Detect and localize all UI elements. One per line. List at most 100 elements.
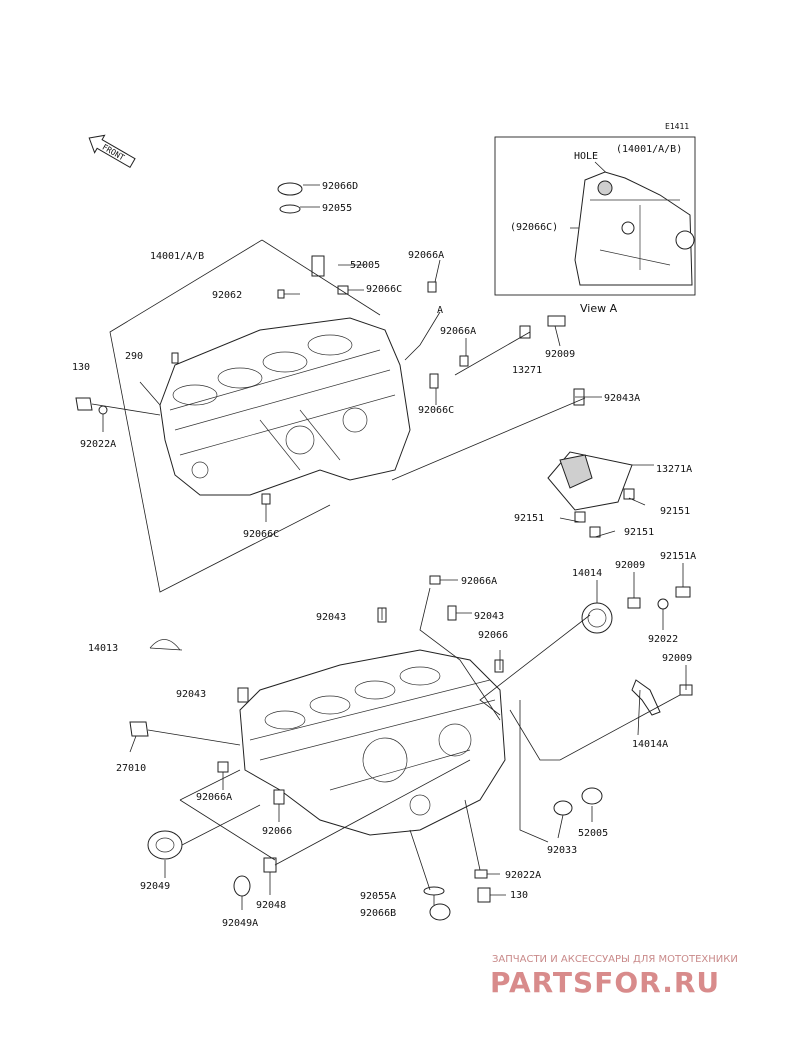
- label-92055A: 92055A: [360, 891, 396, 902]
- plug-92066B: [429, 903, 451, 921]
- label-130-left: 130: [72, 362, 90, 373]
- view-a-inset: HOLE (14001/A/B) (92066C) View A: [494, 136, 696, 315]
- label-92043-a: 92043: [316, 612, 346, 623]
- dowel-52005-bot: [581, 787, 603, 805]
- dowel-92043-b: [447, 605, 457, 621]
- collar-13271: [519, 325, 531, 339]
- plug-92066A-top: [427, 281, 437, 293]
- label-52005-bot: 52005: [578, 828, 608, 839]
- breather-cover-13271A: [547, 451, 633, 511]
- front-arrow-icon: FRONT: [88, 134, 136, 169]
- view-a-plug-ref: (92066C): [510, 222, 558, 233]
- pin-290: [171, 352, 179, 364]
- label-92022A-left: 92022A: [80, 439, 116, 450]
- bolt-92151-right: [623, 488, 635, 500]
- seal-14013: [149, 639, 181, 651]
- watermark: ЗАПЧАСТИ И АКСЕССУАРЫ ДЛЯ МОТОТЕХНИКИ PA…: [490, 954, 738, 999]
- oring-92055A: [423, 886, 445, 896]
- label-92048: 92048: [256, 900, 286, 911]
- label-92066C-top: 92066C: [366, 284, 402, 295]
- label-92151-right: 92151: [660, 506, 690, 517]
- watermark-subtitle: ЗАПЧАСТИ И АКСЕССУАРЫ ДЛЯ МОТОТЕХНИКИ: [492, 954, 738, 965]
- plug-92066-mid: [494, 659, 504, 673]
- pin-92062: [277, 289, 285, 299]
- label-92151-a: 92151: [514, 513, 544, 524]
- plug-92066D: [277, 182, 303, 196]
- label-92066B: 92066B: [360, 908, 396, 919]
- plug-92066A-bot: [217, 761, 229, 773]
- bolt-130-bot: [477, 887, 491, 903]
- label-13271A: 13271A: [656, 464, 692, 475]
- dowel-92043-left: [237, 687, 249, 703]
- label-92049: 92049: [140, 881, 170, 892]
- label-A-mark: A: [437, 305, 443, 316]
- washer-92022A-left: [98, 405, 108, 415]
- label-92066D: 92066D: [322, 181, 358, 192]
- label-92033: 92033: [547, 845, 577, 856]
- bracket-14014A: [631, 679, 661, 716]
- label-92066C-mid: 92066C: [418, 405, 454, 416]
- label-92043A: 92043A: [604, 393, 640, 404]
- watermark-logo: PARTSFOR.RU: [490, 966, 720, 999]
- bolt-92151-a: [574, 511, 586, 523]
- bolt-92009-mid: [627, 597, 641, 609]
- bolt-92151A: [675, 586, 691, 598]
- seal-92049: [147, 830, 183, 860]
- bolt-92151-b: [589, 526, 601, 538]
- bolt-92009-top: [547, 315, 566, 327]
- leader-lines: [91, 184, 687, 910]
- label-92055: 92055: [322, 203, 352, 214]
- plug-92066C-mid: [429, 373, 439, 389]
- view-a-part-ref: (14001/A/B): [616, 144, 682, 155]
- view-a-frame: [494, 136, 696, 296]
- label-92022: 92022: [648, 634, 678, 645]
- view-a-hole: [597, 180, 613, 196]
- label-14001AB: 14001/A/B: [150, 251, 204, 262]
- bolt-130-left: [75, 397, 93, 411]
- label-290: 290: [125, 351, 143, 362]
- label-92066A-top: 92066A: [408, 250, 444, 261]
- switch-27010: [129, 721, 149, 737]
- oring-92055: [279, 204, 301, 214]
- label-14014: 14014: [572, 568, 602, 579]
- upper-crankcase: [159, 317, 411, 496]
- label-14013: 14013: [88, 643, 118, 654]
- label-52005-top: 52005: [350, 260, 380, 271]
- label-92151A: 92151A: [660, 551, 696, 562]
- bearing-92048: [263, 857, 277, 873]
- diagram-code: E1411: [665, 122, 689, 131]
- label-130-bot: 130: [510, 890, 528, 901]
- washer-92022A-bot: [474, 869, 488, 879]
- label-14014A: 14014A: [632, 739, 668, 750]
- label-92043-left: 92043: [176, 689, 206, 700]
- plug-92066C-low: [261, 493, 271, 505]
- label-92066A-low: 92066A: [461, 576, 497, 587]
- label-92066-bot: 92066: [262, 826, 292, 837]
- label-92066C-low: 92066C: [243, 529, 279, 540]
- lower-crankcase: [239, 649, 506, 836]
- part-labels: 92066D 92055 14001/A/B 52005 92066A 9206…: [72, 181, 696, 929]
- label-92066A-mid: 92066A: [440, 326, 476, 337]
- label-92049A: 92049A: [222, 918, 258, 929]
- front-arrow-label: FRONT: [101, 143, 127, 163]
- label-92009-mid: 92009: [615, 560, 645, 571]
- plug-92066C-top: [337, 285, 349, 295]
- label-92151-b: 92151: [624, 527, 654, 538]
- label-92009-low: 92009: [662, 653, 692, 664]
- label-92043-b: 92043: [474, 611, 504, 622]
- washer-92022: [657, 598, 669, 610]
- label-92009-top: 92009: [545, 349, 575, 360]
- label-92066-mid: 92066: [478, 630, 508, 641]
- seal-92049A: [233, 875, 251, 897]
- label-13271: 13271: [512, 365, 542, 376]
- view-a-title: View A: [580, 302, 618, 315]
- label-92062: 92062: [212, 290, 242, 301]
- label-27010: 27010: [116, 763, 146, 774]
- label-92066A-bot: 92066A: [196, 792, 232, 803]
- plug-92066A-mid: [459, 355, 469, 367]
- view-a-hole-label: HOLE: [574, 151, 598, 162]
- label-92022A-bot: 92022A: [505, 870, 541, 881]
- plug-92066-bot: [273, 789, 285, 805]
- oring-92033: [553, 800, 573, 816]
